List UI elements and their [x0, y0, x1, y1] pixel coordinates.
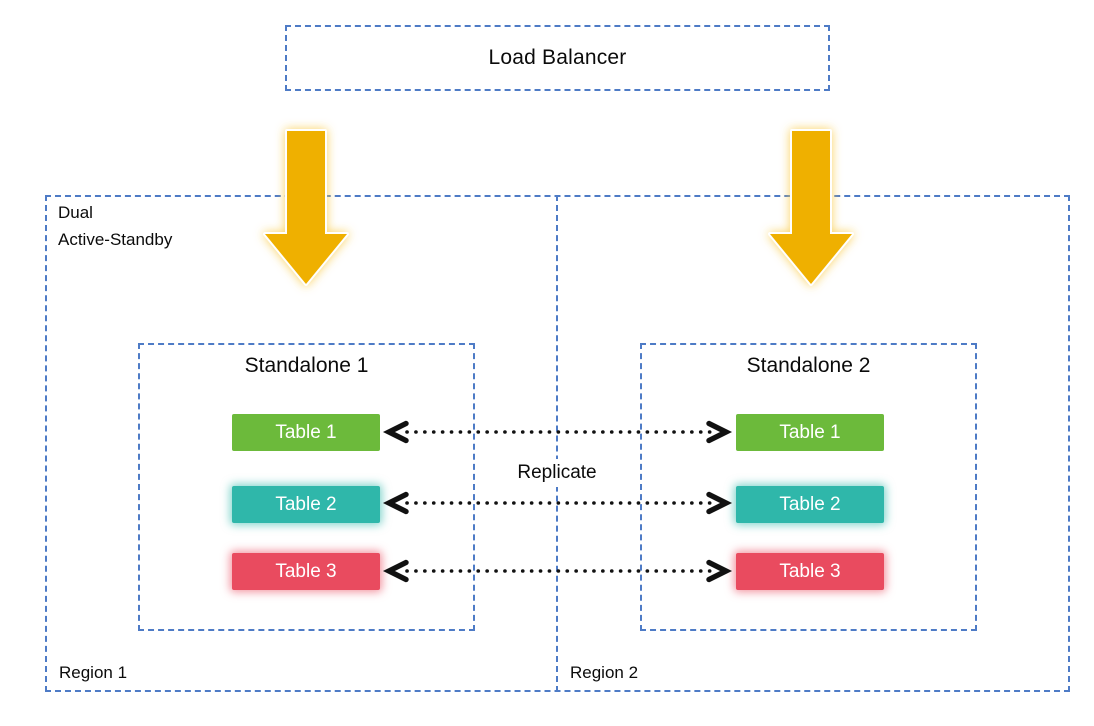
dual-active-standby-line2: Active-Standby	[58, 230, 173, 249]
region-1-label: Region 1	[59, 663, 128, 682]
replicate-arrow-icon	[382, 559, 733, 583]
replicate-label: Replicate	[477, 459, 637, 487]
standalone-2-box: Standalone 2	[640, 343, 977, 631]
table-1-left-chip: Table 1	[232, 414, 380, 451]
down-arrow-icon	[768, 129, 854, 286]
load-balancer-label: Load Balancer	[488, 46, 627, 69]
table-1-right-chip: Table 1	[736, 414, 884, 451]
table-3-left-chip: Table 3	[232, 553, 380, 590]
replicate-arrow-icon	[382, 491, 733, 515]
region-2-label: Region 2	[570, 663, 639, 682]
dual-active-standby-line1: Dual	[58, 203, 93, 222]
table-2-left-chip: Table 2	[232, 486, 380, 523]
dual-active-standby-label: Dual Active-Standby	[58, 199, 172, 253]
load-balancer-box: Load Balancer	[285, 25, 830, 91]
table-2-right-chip: Table 2	[736, 486, 884, 523]
standalone-1-box: Standalone 1	[138, 343, 475, 631]
region-divider	[556, 195, 558, 692]
standalone-1-title: Standalone 1	[244, 354, 369, 377]
down-arrow-icon	[263, 129, 349, 286]
replicate-arrow-icon	[382, 420, 733, 444]
standalone-2-title: Standalone 2	[746, 354, 871, 377]
table-3-right-chip: Table 3	[736, 553, 884, 590]
